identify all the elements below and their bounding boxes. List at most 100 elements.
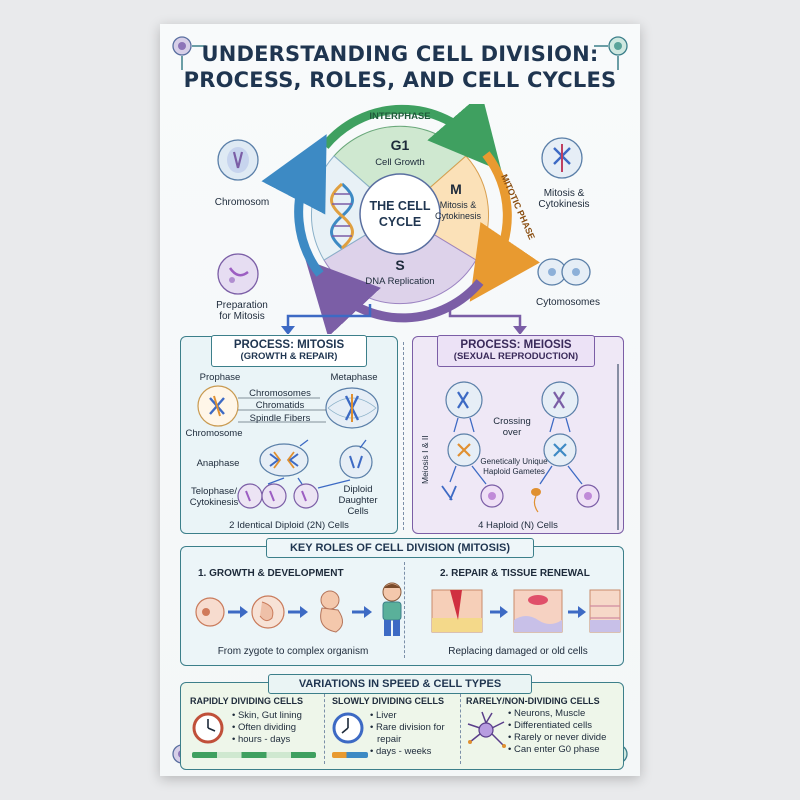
mitotic-phase-arrow bbox=[469, 151, 541, 302]
interphase-arrow bbox=[321, 104, 502, 172]
chromatids-label: Chromatids bbox=[256, 400, 305, 411]
unique-label-line1: Genetically Unique bbox=[480, 457, 548, 466]
variations-divider-2 bbox=[460, 694, 461, 764]
m-desc-line2: Cytokinesis bbox=[435, 211, 482, 221]
variations-col1-title: RAPIDLY DIVIDING CELLS bbox=[190, 696, 304, 706]
s-phase-arrow bbox=[305, 259, 484, 334]
interphase-label: INTERPHASE bbox=[369, 111, 430, 122]
variations-col1-item: • hours - days bbox=[232, 734, 291, 745]
cycle-center-line2: CYCLE bbox=[379, 215, 421, 229]
roles-title: KEY ROLES OF CELL DIVISION (MITOSIS) bbox=[289, 542, 511, 554]
variations-col1-list: • Skin, Gut lining • Often dividing • ho… bbox=[232, 710, 302, 746]
mitosis-panel: PROCESS: MITOSIS (GROWTH & REPAIR) bbox=[180, 335, 398, 534]
poster: UNDERSTANDING CELL DIVISION: PROCESS, RO… bbox=[160, 24, 640, 776]
chromosome-cell-icon bbox=[217, 139, 259, 181]
variations-col1-item: • Often dividing bbox=[232, 722, 297, 733]
prophase-cell-icon bbox=[197, 385, 239, 427]
meiosis-title: PROCESS: MEIOSIS bbox=[460, 339, 572, 351]
unique-label-line2: Haploid Gametes bbox=[483, 467, 545, 476]
mitosis-label-line1: Mitosis & bbox=[544, 188, 585, 199]
corner-ornament-top-right bbox=[594, 36, 628, 70]
anaphase-label: Anaphase bbox=[197, 458, 240, 469]
anaphase-cell-icon bbox=[259, 443, 309, 477]
mitosis-title: PROCESS: MITOSIS bbox=[233, 339, 345, 351]
variations-col2-list: • Liver • Rare division for repair • day… bbox=[370, 710, 445, 758]
gamete-icons bbox=[441, 484, 600, 513]
meiosis-illustration: Crossing over Meiosis I & II Genetically… bbox=[420, 364, 619, 531]
fast-progress-bar bbox=[192, 752, 316, 758]
roles-divider bbox=[404, 562, 405, 658]
meiosis-header: PROCESS: MEIOSIS (SEXUAL REPRODUCTION) bbox=[437, 335, 595, 367]
variations-col3-item: • Neurons, Muscle bbox=[508, 708, 586, 719]
cytomosomes-label: Cytomosomes bbox=[536, 297, 600, 308]
crossing-label-line1: Crossing bbox=[493, 416, 531, 427]
roles-col2-title: 2. REPAIR & TISSUE RENEWAL bbox=[440, 568, 590, 579]
fast-clock-icon bbox=[192, 712, 224, 744]
variations-col2-item: • Liver bbox=[370, 710, 397, 721]
variations-col2-item: • Rare division for bbox=[370, 722, 445, 733]
spindle-label: Spindle Fibers bbox=[250, 413, 311, 424]
variations-col3-item: • Can enter G0 phase bbox=[508, 744, 600, 755]
variations-col2-item: repair bbox=[377, 734, 402, 745]
corner-ornament-top-left bbox=[172, 36, 206, 70]
m-title: M bbox=[450, 181, 462, 197]
meiosis-stage-label: Meiosis I & II bbox=[420, 435, 430, 484]
zygote-icon bbox=[195, 597, 225, 627]
diploid-label-line2: Daughter bbox=[338, 495, 377, 506]
preparation-label-line2: for Mitosis bbox=[219, 311, 265, 322]
diploid-label-line1: Diploid bbox=[343, 484, 372, 495]
embryo-icon bbox=[251, 595, 285, 629]
neuron-icon bbox=[467, 711, 506, 748]
diploid-cell-icon bbox=[293, 483, 319, 509]
arrow-to-meiosis bbox=[448, 304, 522, 332]
variations-col3-list: • Neurons, Muscle • Differentiated cells… bbox=[508, 708, 606, 756]
chromosome-label: Chromosome bbox=[185, 428, 242, 439]
metaphase-label: Metaphase bbox=[330, 372, 377, 383]
meiosis-crossing-cell-icon bbox=[541, 381, 579, 419]
roles-col1-title: 1. GROWTH & DEVELOPMENT bbox=[198, 568, 344, 579]
poster-title-line2: PROCESS, ROLES, AND CELL CYCLES bbox=[183, 68, 617, 92]
cell-cycle-diagram: THE CELL CYCLE G1 Cell Growth M Mitosis … bbox=[215, 104, 600, 334]
g1-title: G1 bbox=[391, 137, 410, 153]
preparation-label-line1: Preparation bbox=[216, 300, 268, 311]
s-desc: DNA Replication bbox=[365, 276, 434, 287]
meiosis-result: 4 Haploid (N) Cells bbox=[478, 520, 558, 531]
telophase-label-line2: Cytokinesis bbox=[190, 497, 239, 508]
variations-col3-item: • Differentiated cells bbox=[508, 720, 592, 731]
wound-tissue-icon bbox=[431, 589, 483, 633]
dna-helix-icon bbox=[330, 182, 354, 250]
poster-title-line1: UNDERSTANDING CELL DIVISION: bbox=[201, 42, 599, 66]
cycle-center bbox=[359, 173, 441, 255]
arrow-to-mitosis bbox=[286, 304, 372, 332]
meiosis-parent-cell-icon bbox=[445, 381, 483, 419]
return-arrow bbox=[261, 134, 327, 277]
mitosis-label-line2: Cytokinesis bbox=[538, 199, 589, 210]
mitosis-illustration: Prophase Metaphase Chromosomes Chromatid… bbox=[185, 372, 379, 531]
variations-title: VARIATIONS IN SPEED & CELL TYPES bbox=[298, 678, 502, 690]
cytomosomes-cell-icon bbox=[537, 258, 591, 286]
renewed-tissue-icon bbox=[589, 589, 621, 633]
g1-desc: Cell Growth bbox=[375, 157, 425, 168]
chromosomes-label: Chromosomes bbox=[249, 388, 311, 399]
meiosis-subtitle: (SEXUAL REPRODUCTION) bbox=[453, 351, 579, 362]
mitosis-subtitle: (GROWTH & REPAIR) bbox=[240, 351, 338, 362]
variations-divider-1 bbox=[324, 694, 325, 764]
fetus-icon bbox=[320, 590, 343, 633]
roles-header: KEY ROLES OF CELL DIVISION (MITOSIS) bbox=[266, 538, 534, 558]
crossing-label-line2: over bbox=[503, 427, 521, 438]
process-divider bbox=[403, 342, 404, 530]
roles-illustration bbox=[195, 582, 621, 636]
healing-tissue-icon bbox=[513, 589, 563, 633]
cycle-center-line1: THE CELL bbox=[369, 199, 430, 213]
variations-col2-item: • days - weeks bbox=[370, 746, 432, 757]
variations-col3-title: RARELY/NON-DIVIDING CELLS bbox=[466, 696, 600, 706]
variations-header: VARIATIONS IN SPEED & CELL TYPES bbox=[268, 674, 532, 694]
s-title: S bbox=[395, 257, 404, 273]
mitosis-cell-icon bbox=[541, 137, 583, 179]
telophase-label-line1: Telophase/ bbox=[191, 486, 237, 497]
roles-col2-caption: Replacing damaged or old cells bbox=[448, 646, 588, 657]
child-icon bbox=[382, 582, 402, 636]
mitosis-result: 2 Identical Diploid (2N) Cells bbox=[229, 520, 349, 531]
prophase-label: Prophase bbox=[200, 372, 241, 383]
meiosis-ii-cell-icon bbox=[447, 433, 481, 467]
